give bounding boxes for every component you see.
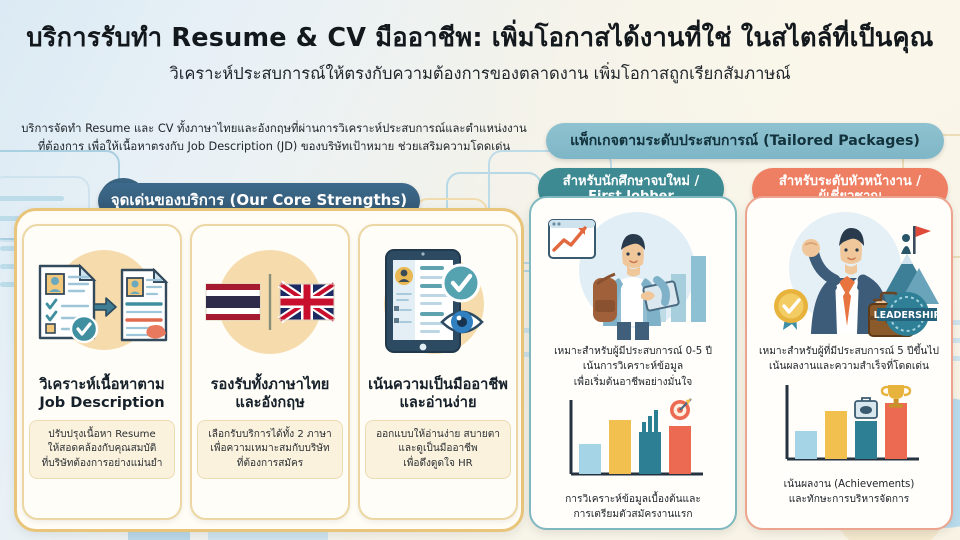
bar-2 xyxy=(609,419,631,474)
package-panel-first-jobber: เหมาะสำหรับผู้มีประสบการณ์ 0-5 ปี เน้นกา… xyxy=(529,196,737,530)
core-card-title-line-1: รองรับทั้งภาษาไทย xyxy=(210,376,330,393)
core-card-title-line-2: และอังกฤษ xyxy=(235,393,305,411)
page-title: บริการรับทำ Resume & CV มืออาชีพ: เพิ่มโ… xyxy=(26,23,934,53)
desc-line-3: เพื่อเริ่มต้นอาชีพอย่างมั่นใจ xyxy=(573,376,693,388)
intro-line-1: บริการจัดทำ Resume และ CV ทั้งภาษาไทยและ… xyxy=(21,122,527,135)
foot-line-2: การเตรียมตัวสมัครงานแรก xyxy=(573,509,693,521)
package-footnote-senior: เน้นผลงาน (Achievements) และทักษะการบริห… xyxy=(754,477,944,508)
page-subtitle: วิเคราะห์ประสบการณ์ให้ตรงกับความต้องการข… xyxy=(169,64,791,83)
core-card-professional: เน้นความเป็นมืออาชีพ และอ่านง่าย ออกแบบใ… xyxy=(358,224,518,520)
blurb-line-2: และดูเป็นมืออาชีพ xyxy=(398,443,478,455)
growth-chart-window-icon xyxy=(548,219,596,259)
core-card-blurb: ออกแบบให้อ่านง่าย สบายตา และดูเป็นมืออาช… xyxy=(365,419,511,480)
core-card-blurb: เลือกรับบริการได้ทั้ง 2 ภาษา เพื่อความเห… xyxy=(197,419,343,480)
package-description-first-jobber: เหมาะสำหรับผู้มีประสบการณ์ 0-5 ปี เน้นกา… xyxy=(537,344,729,390)
tablet-resume-check-icon xyxy=(360,226,516,374)
senior-badge-line-1: สำหรับระดับหัวหน้างาน / xyxy=(778,173,922,189)
foot-line-1: เน้นผลงาน (Achievements) xyxy=(783,478,915,490)
blurb-line-3: ที่ต้องการสมัคร xyxy=(236,457,304,469)
package-footnote-first-jobber: การวิเคราะห์ข้อมูลเบื้องต้นและ การเตรียม… xyxy=(538,492,728,523)
tailored-packages-badge: แพ็กเกจตามระดับประสบการณ์ (Tailored Pack… xyxy=(546,123,944,159)
bar-4 xyxy=(669,425,691,474)
core-card-title-line-1: วิเคราะห์เนื้อหาตาม xyxy=(39,376,165,393)
blurb-line-1: ออกแบบให้อ่านง่าย สบายตา xyxy=(376,428,500,440)
core-card-title-line-2: และอ่านง่าย xyxy=(399,393,477,411)
mini-bars-icon xyxy=(642,409,658,432)
core-card-title: รองรับทั้งภาษาไทย และอังกฤษ xyxy=(195,376,345,412)
intro-paragraph: บริการจัดทำ Resume และ CV ทั้งภาษาไทยและ… xyxy=(14,120,534,157)
bar-2 xyxy=(825,410,847,459)
blurb-line-3: ที่บริษัทต้องการอย่างแม่นยำ xyxy=(41,457,163,469)
bar-1 xyxy=(579,443,601,474)
foot-line-1: การวิเคราะห์ข้อมูลเบื้องต้นและ xyxy=(565,493,701,505)
package-badge-senior: สำหรับระดับหัวหน้างาน / ผู้เชี่ยวชาญ xyxy=(752,168,948,210)
package-description-senior: เหมาะสำหรับผู้ที่มีประสบการณ์ 5 ปีขึ้นไป… xyxy=(753,344,945,375)
desc-line-2: เน้นผลงานและความสำเร็จที่โดดเด่น xyxy=(769,361,929,373)
leadership-badge-label: LEADERSHIP xyxy=(874,310,941,321)
foot-line-2: และทักษะการบริหารจัดการ xyxy=(788,493,910,505)
deco-line xyxy=(0,196,64,201)
desc-line-1: เหมาะสำหรับผู้มีประสบการณ์ 0-5 ปี xyxy=(554,346,712,357)
desc-line-2: เน้นการวิเคราะห์ข้อมูล xyxy=(582,361,684,373)
leadership-badge-icon: LEADERSHIP xyxy=(874,292,941,336)
core-card-title: เน้นความเป็นมืออาชีพ และอ่านง่าย xyxy=(363,376,513,412)
intro-line-2: ที่ต้องการ เพื่อให้เนื้อหาตรงกับ Job Des… xyxy=(37,140,511,154)
raised-fist xyxy=(802,239,841,286)
bar-chart-senior xyxy=(759,379,939,475)
resume-compare-icon xyxy=(24,226,180,374)
core-card-blurb: ปรับปรุงเนื้อหา Resume ให้สอดคล้องกับคุณ… xyxy=(29,419,175,480)
core-card-title-line-2: Job Description xyxy=(39,393,165,411)
student-with-tablet-illustration xyxy=(533,204,733,340)
bar-4 xyxy=(885,402,907,459)
bar-3 xyxy=(855,420,877,459)
thai-flag xyxy=(205,283,261,321)
target-dart-icon xyxy=(670,398,692,420)
trophy-icon xyxy=(880,384,912,408)
businessman-leadership-illustration: LEADERSHIP xyxy=(749,204,949,340)
blurb-line-1: เลือกรับบริการได้ทั้ง 2 ภาษา xyxy=(208,428,332,440)
package-panel-senior: LEADERSHIP เหมาะสำหรับผู้ที่มีประสบการณ์… xyxy=(745,196,953,530)
blurb-line-2: ให้สอดคล้องกับคุณสมบัติ xyxy=(47,443,157,455)
bar-chart-first-jobber xyxy=(543,394,723,490)
desc-line-1: เหมาะสำหรับผู้ที่มีประสบการณ์ 5 ปีขึ้นไป xyxy=(759,346,939,357)
student-figure xyxy=(593,234,680,340)
bar-3 xyxy=(639,431,661,474)
thai-uk-flags-icon xyxy=(192,226,348,374)
blurb-line-2: เพื่อความเหมาะสมกับบริษัท xyxy=(210,443,330,455)
core-card-bilingual: รองรับทั้งภาษาไทย และอังกฤษ เลือกรับบริก… xyxy=(190,224,350,520)
award-medal-icon xyxy=(774,289,808,330)
mountain-summit-icon xyxy=(879,226,939,304)
bar-1 xyxy=(795,430,817,459)
blurb-line-1: ปรับปรุงเนื้อหา Resume xyxy=(48,428,156,440)
briefcase-small-icon xyxy=(854,396,878,419)
uk-flag xyxy=(277,280,337,324)
flag-on-summit xyxy=(901,226,931,254)
core-card-job-description: วิเคราะห์เนื้อหาตาม Job Description ปรับ… xyxy=(22,224,182,520)
blurb-line-3: เพื่อดึงดูดใจ HR xyxy=(403,457,473,469)
core-card-title: วิเคราะห์เนื้อหาตาม Job Description xyxy=(27,376,177,412)
first-jobber-badge-line-1: สำหรับนักศึกษาจบใหม่ / xyxy=(562,173,700,189)
core-card-title-line-1: เน้นความเป็นมืออาชีพ xyxy=(368,376,508,393)
